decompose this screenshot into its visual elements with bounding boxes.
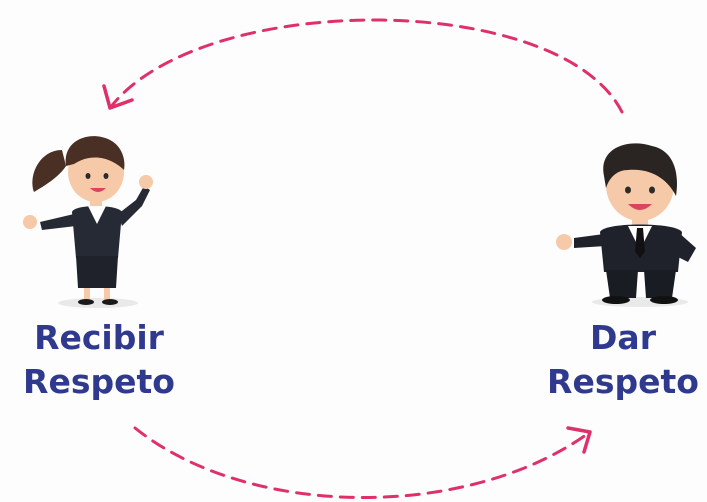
bottom-arc-arrow [133,426,592,499]
businessman-figure [556,143,696,307]
recibir-respeto-label: Recibir Respeto [4,316,194,404]
left-label-line1: Recibir [34,318,164,357]
top-arc-arrow [108,18,624,114]
businesswoman-figure [23,136,153,308]
bottom-arrowhead [566,426,592,454]
top-arrowhead [102,84,134,110]
left-label-line2: Respeto [23,362,175,401]
dar-respeto-label: Dar Respeto [539,316,707,404]
right-label-line1: Dar [590,318,656,357]
right-label-line2: Respeto [547,362,699,401]
